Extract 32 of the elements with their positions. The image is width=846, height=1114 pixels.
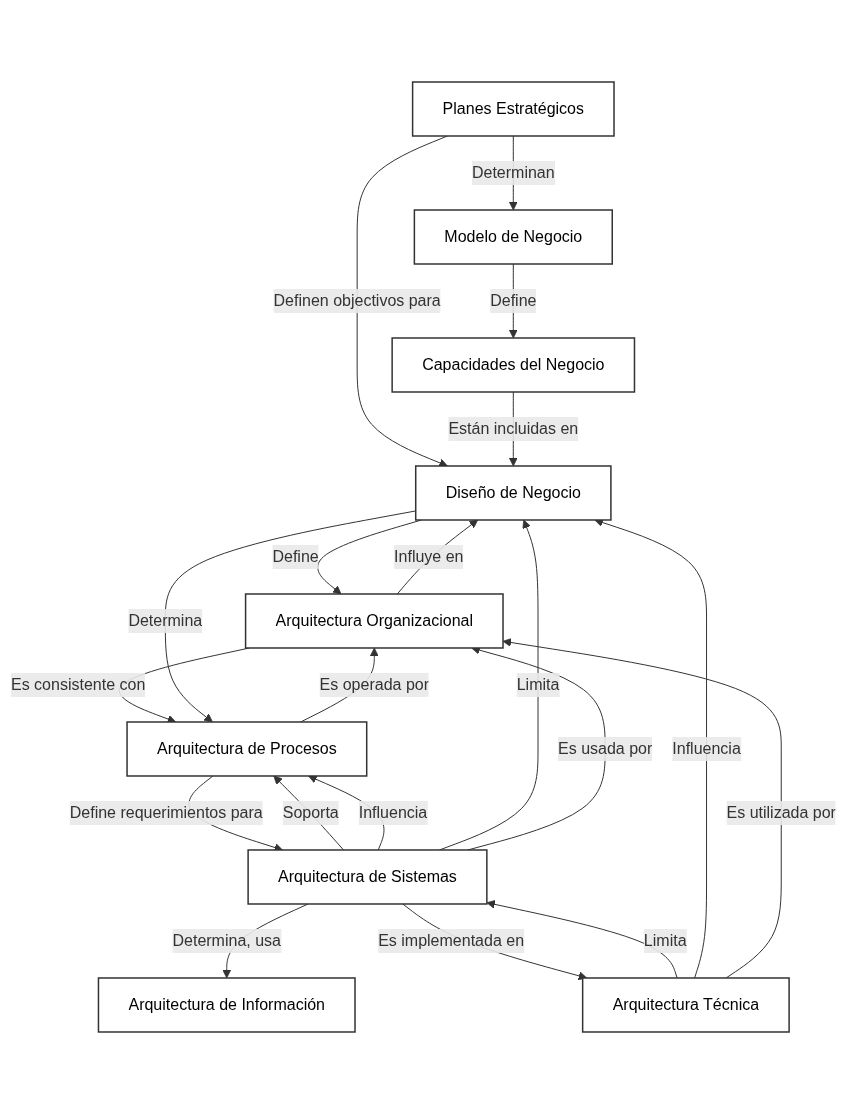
edge-label: Están incluidas en xyxy=(447,419,578,437)
edge-label: Determina xyxy=(127,611,202,629)
edge-label: Soporta xyxy=(282,803,339,821)
edge-label: Define requerimientos para xyxy=(69,803,263,821)
edge-label: Limita xyxy=(516,675,559,693)
edge-label: Es usada por xyxy=(557,739,652,757)
edge-label: Limita xyxy=(643,931,687,949)
node-box: Arquitectura de Sistemas xyxy=(246,849,488,905)
node-box: Arquitectura de Procesos xyxy=(125,721,367,777)
edge-label: Determinan xyxy=(471,164,555,181)
edge-label: Es implementada en xyxy=(377,931,524,949)
node-box: Arquitectura de Información xyxy=(97,977,356,1033)
edge-label: Influencia xyxy=(358,803,427,821)
arrow xyxy=(502,638,782,979)
node-box: Modelo de Negocio xyxy=(413,209,613,265)
edge-label: Es utilizada por xyxy=(726,803,836,821)
node-box: Capacidades del Negocio xyxy=(390,337,635,393)
node-box: Diseño de Negocio xyxy=(414,465,612,521)
node-box: Planes Estratégicos xyxy=(411,81,615,137)
node-box: Arquitectura Técnica xyxy=(581,977,790,1033)
arrow xyxy=(593,518,707,979)
edge-label: Influye en xyxy=(393,547,464,565)
edge-label: Es consistente con xyxy=(10,675,145,693)
edge-label: Influencia xyxy=(671,739,741,757)
arrow xyxy=(486,900,678,979)
edge-label: Determina, usa xyxy=(172,931,281,949)
edge-label: Es operada por xyxy=(319,675,429,693)
edge-label: Define xyxy=(271,547,319,565)
edge-label: Definen objectivos para xyxy=(273,292,441,309)
arrow xyxy=(272,775,344,851)
node-box: Arquitectura Organizacional xyxy=(244,593,504,649)
edge-label: Define xyxy=(489,292,536,309)
